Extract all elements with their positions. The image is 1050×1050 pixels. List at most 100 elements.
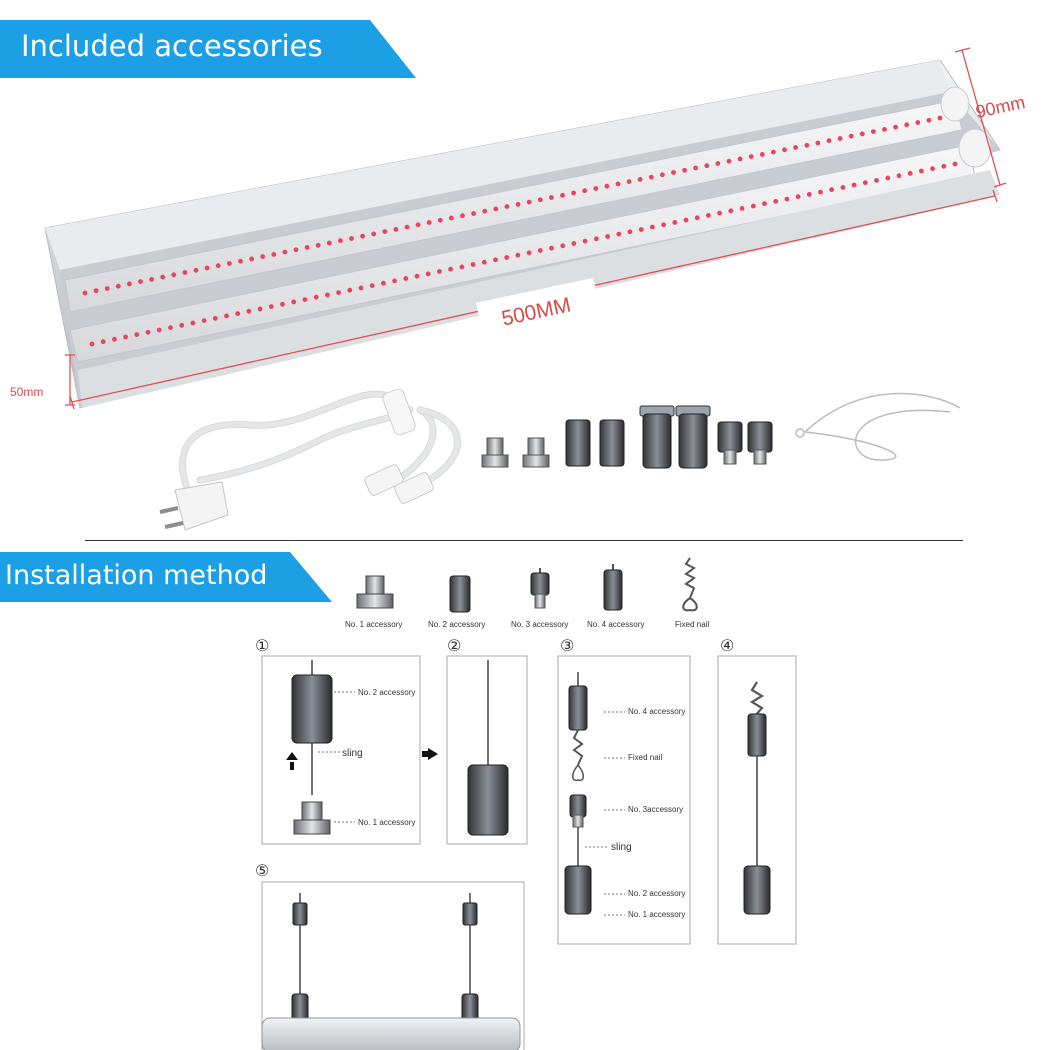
led-chip (123, 334, 128, 340)
led-chip (626, 179, 632, 185)
led-chip (627, 229, 633, 235)
legend-no2-icon (449, 575, 471, 613)
led-chip (907, 171, 913, 176)
led-chip (604, 183, 610, 189)
legend-no4-icon (603, 564, 623, 611)
led-chip (171, 272, 177, 278)
step-4-panel (717, 655, 797, 945)
step-2-panel (446, 655, 528, 845)
legend-no2-label: No. 2 accessory (428, 620, 485, 629)
led-chip (526, 250, 532, 256)
led-chip (515, 252, 521, 258)
led-chip (448, 266, 453, 272)
led-chip (637, 177, 643, 182)
led-chip (715, 161, 721, 166)
led-chip (246, 308, 252, 314)
led-chip (493, 206, 499, 212)
led-chip (795, 194, 801, 200)
accessory-set (481, 392, 961, 469)
step1-no2-accessory (291, 674, 333, 744)
led-chip (349, 236, 354, 241)
nut-long-2 (675, 405, 711, 469)
led-chip (859, 131, 865, 137)
led-chip (560, 243, 566, 249)
led-chip (238, 258, 243, 264)
led-chip (201, 318, 207, 323)
led-chip (504, 255, 510, 260)
led-chip (100, 339, 106, 345)
width-dimension-label: 50mm (10, 385, 43, 399)
led-chip (682, 167, 687, 173)
led-chip (648, 174, 654, 180)
led-chip (726, 158, 732, 164)
led-chip (930, 166, 935, 172)
led-chip (771, 149, 776, 155)
led-chip (650, 224, 655, 230)
led-chip (282, 249, 288, 255)
led-chip (347, 287, 353, 293)
nut-long-1 (639, 405, 675, 469)
led-chip (504, 204, 510, 210)
led-chip (291, 299, 297, 305)
led-chip (871, 129, 876, 135)
step3-no3-label: No. 3accessory (628, 805, 683, 814)
led-chip (249, 256, 255, 262)
led-chip (112, 336, 117, 342)
led-chip (204, 265, 210, 271)
step-1-panel (261, 655, 421, 845)
led-chip (82, 290, 88, 296)
led-chip (526, 199, 532, 205)
led-chip (728, 208, 734, 214)
led-chip (904, 122, 910, 128)
height-dimension-label: 90mm (974, 92, 1027, 122)
step-5-number: ⑤ (255, 861, 269, 880)
led-chip (235, 311, 241, 316)
led-chip (815, 140, 821, 146)
led-chip (104, 286, 110, 291)
legend-no1-label: No. 1 accessory (345, 620, 402, 629)
led-chip (717, 210, 722, 216)
led-chip (560, 192, 565, 198)
eu-plug (159, 481, 229, 531)
led-chip (138, 279, 143, 284)
legend-nail-label: Fixed nail (675, 620, 709, 629)
led-chip (93, 288, 99, 294)
power-cable (179, 390, 461, 499)
led-chip (660, 172, 665, 178)
led-chip (840, 185, 846, 190)
connector-b (394, 472, 434, 504)
led-chip (382, 229, 388, 235)
led-chip (537, 248, 543, 253)
led-chip (145, 329, 151, 335)
led-chip (704, 163, 710, 169)
led-chip (750, 203, 756, 209)
step1-sling-label: sling (342, 748, 363, 759)
led-chip (426, 220, 432, 225)
led-chip (737, 156, 743, 162)
led-chip (826, 138, 832, 144)
led-chip (156, 327, 162, 333)
step3-no2-label: No. 2 accessory (628, 889, 685, 898)
led-chip (437, 269, 442, 274)
installation-method-banner: Installation method (0, 552, 332, 602)
led-chip (338, 238, 343, 244)
led-chip (739, 206, 745, 211)
led-chip (459, 264, 465, 270)
led-chip (471, 211, 476, 216)
sleeve-1 (565, 419, 591, 467)
led-chip (271, 252, 277, 257)
led-chip (672, 220, 678, 225)
led-chip (326, 240, 332, 246)
led-chip (215, 263, 221, 269)
led-chip (594, 236, 599, 242)
t-bolt-2 (522, 437, 550, 468)
led-chip (851, 182, 857, 188)
led-chip (168, 325, 173, 330)
led-chip (193, 267, 199, 273)
led-chip (549, 245, 554, 251)
led-chip (293, 247, 299, 253)
led-chip (313, 294, 319, 300)
led-chip (952, 161, 958, 167)
led-chip (392, 278, 397, 284)
led-chip (302, 297, 308, 302)
